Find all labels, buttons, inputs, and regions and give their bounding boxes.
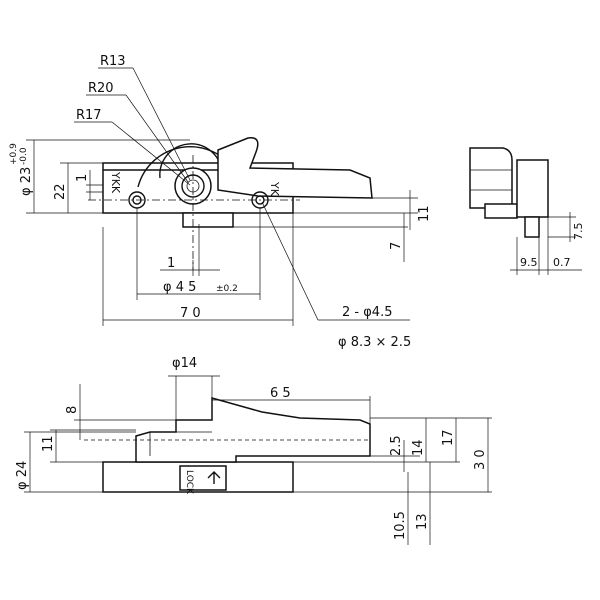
d0-7-label: 0.7 (553, 256, 571, 269)
d8-label: 8 (65, 406, 80, 414)
lock-plate (179, 465, 227, 491)
dia45-label: φ 4 5 (163, 280, 196, 295)
dia14-label: φ14 (172, 356, 197, 371)
dia24-label: φ 24 (15, 461, 30, 490)
d70-label: 7 0 (180, 306, 201, 321)
r20-leader (125, 94, 189, 183)
side-cap (469, 147, 513, 209)
front-view: LOCK φ14 6 5 8 11 φ 24 2.5 14 1 (15, 356, 492, 545)
r13-leader (132, 67, 191, 181)
side-tab (524, 216, 540, 238)
holes-leader (261, 201, 319, 321)
r20-label: R20 (88, 81, 114, 96)
d17-label: 17 (441, 429, 456, 446)
d10-5-label: 10.5 (393, 511, 408, 540)
r17-label: R17 (76, 108, 102, 123)
lock-text: LOCK (184, 470, 194, 495)
dia23-tol-minus: -0.0 (19, 147, 29, 165)
side-foot (484, 203, 518, 219)
d7-5-label: 7.5 (572, 223, 585, 241)
d65-label: 6 5 (270, 386, 291, 401)
lock-arrow-icon (207, 471, 221, 484)
d30-label: 3 0 (473, 449, 488, 470)
r13-label: R13 (100, 54, 126, 69)
dia45-tol: ±0.2 (216, 284, 238, 294)
front-body (135, 397, 371, 463)
d1-bottom-label: 1 (167, 256, 175, 271)
ykk-mark: YKK (109, 171, 122, 194)
d7-label: 7 (389, 242, 404, 250)
top-lever (217, 137, 373, 199)
side-base (516, 159, 549, 218)
top-bottom-tab (182, 212, 234, 228)
holes-label: 2 - φ4.5 (342, 305, 392, 320)
d14-label: 14 (411, 439, 426, 456)
d11f-label: 11 (41, 435, 56, 452)
top-view: YKK YK R13 R20 R17 φ 23 +0.9 -0.0 22 1 (9, 54, 432, 350)
dia23-label: φ 23 (19, 167, 34, 196)
counterbore-label: φ 8.3 × 2.5 (338, 335, 411, 350)
dia23-tol-plus: +0.9 (9, 143, 19, 165)
d22-label: 22 (53, 183, 68, 200)
side-view: 7.5 9.5 0.7 (469, 147, 585, 275)
yk-mark: YK (268, 181, 281, 197)
d1-left-label: 1 (75, 174, 90, 182)
d9-5-label: 9.5 (520, 256, 538, 269)
d13-label: 13 (415, 513, 430, 530)
d2-5-label: 2.5 (389, 435, 404, 456)
r17-leader (111, 121, 191, 186)
d11r-label: 11 (417, 205, 432, 222)
